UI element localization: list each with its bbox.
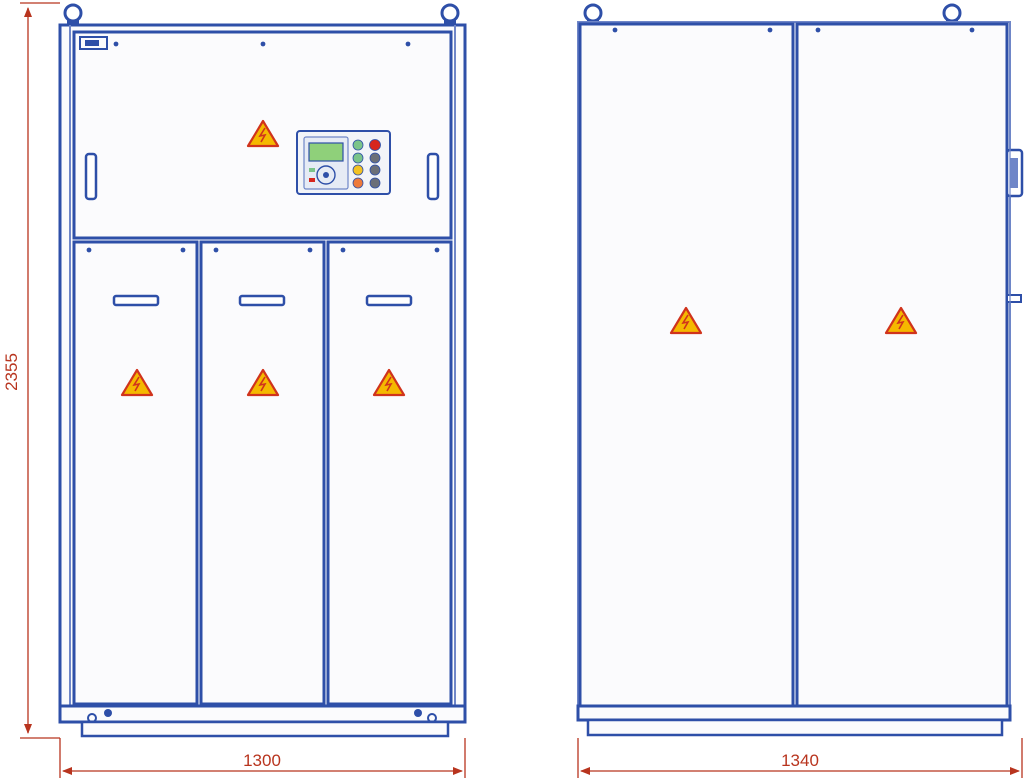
side-width-dimension-label: 1340: [781, 751, 819, 770]
dimension-side-width: [577, 738, 1023, 778]
front-plinth: [80, 720, 450, 738]
side-base: [576, 704, 1012, 722]
side-view: [576, 3, 1024, 737]
side-latch: [1006, 294, 1022, 303]
lower-door-middle: [199, 240, 326, 706]
side-panel-left: [578, 22, 795, 708]
front-view: [58, 3, 467, 738]
door-handle-icon: [84, 152, 98, 201]
nameplate: [79, 36, 108, 50]
side-panel-right: [795, 22, 1009, 708]
side-plinth: [586, 718, 1004, 737]
door-handle-icon: [112, 294, 160, 307]
control-panel-icon: [296, 130, 391, 195]
front-base: [58, 704, 467, 724]
dimension-height: [20, 2, 60, 739]
front-width-dimension-label: 1300: [243, 751, 281, 770]
dimension-front-width: [59, 738, 466, 778]
lower-door-right: [326, 240, 453, 706]
door-handle-icon: [365, 294, 413, 307]
lifting-eye-icon: [440, 3, 460, 27]
door-handle-icon: [426, 152, 440, 201]
height-dimension-label: 2355: [2, 353, 21, 391]
lifting-eye-icon: [63, 3, 83, 27]
door-handle-icon: [238, 294, 286, 307]
lower-door-left: [72, 240, 199, 706]
